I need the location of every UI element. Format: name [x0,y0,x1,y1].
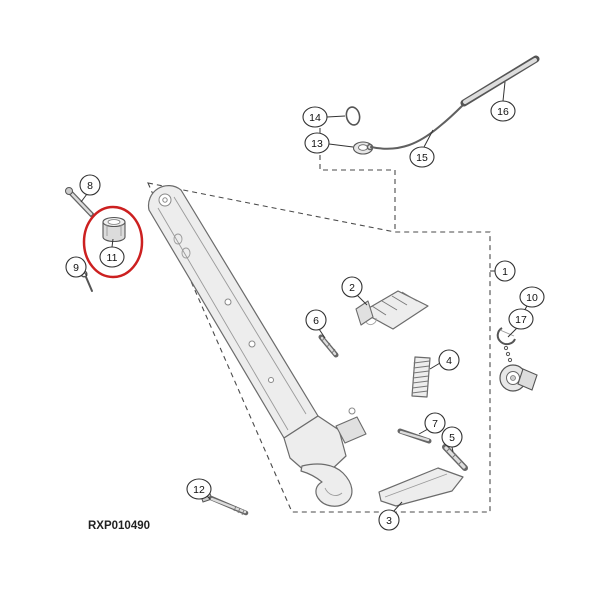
callout-2: 2 [341,276,368,306]
callout-4: 4 [429,349,460,371]
part-clevis-pin-8 [65,187,95,218]
arm-hook [300,463,353,507]
callout-15-number: 15 [416,152,428,164]
arm-latch-plate [335,416,367,444]
callout-3-number: 3 [386,515,392,527]
callout-14: 14 [302,106,346,128]
coupler-plug [517,368,538,391]
callout-6-number: 6 [313,315,319,327]
callout-16-number: 16 [497,106,509,118]
part-coupler-kit [496,327,538,392]
part-lever-rod-15 [366,104,464,151]
callout-12: 12 [186,478,212,500]
callout-3: 3 [378,501,403,531]
part-handle-tube-16 [460,55,540,107]
arm-clevis-end [283,415,347,473]
part-pin-7 [397,428,432,444]
callout-16: 16 [490,81,516,122]
callout-7-number: 7 [432,418,438,430]
callout-1: 1 [490,260,516,282]
callout-6: 6 [305,309,327,339]
callout-13-number: 13 [311,138,323,150]
callout-17: 17 [507,308,534,338]
callout-11-number: 11 [107,252,118,264]
shackle [496,327,516,346]
callout-11: 11 [99,238,125,268]
callout-15: 15 [409,129,435,168]
part-draft-arm [147,185,367,507]
callout-7: 7 [418,412,446,435]
callout-1-number: 1 [502,266,508,278]
callout-5-number: 5 [449,432,455,444]
callout-8-number: 8 [87,180,93,192]
part-guard-plate [378,467,464,507]
callout-17-number: 17 [515,314,527,326]
bushing-body [102,222,126,243]
highlight-circle [82,205,144,279]
callout-14-number: 14 [309,112,321,124]
part-code: RXP010490 [88,520,150,532]
part-bushing-11 [102,216,126,243]
part-roll-pin-6 [318,334,339,358]
part-flanged-nut-13 [352,141,374,155]
part-latch-bracket [355,290,429,330]
part-spring [411,356,431,398]
pin-head [65,187,73,195]
arm-body [147,185,319,439]
part-snap-ring-14 [345,106,361,126]
callout-10-number: 10 [526,292,538,304]
callout-12-number: 12 [193,484,205,496]
callout-2-number: 2 [349,282,355,294]
part-spring-pin-5 [442,444,468,471]
callout-8: 8 [79,174,101,203]
dashed-boundary-box [147,182,491,513]
callout-9: 9 [65,256,88,278]
callout-5: 5 [441,426,463,453]
callout-9-number: 9 [73,262,79,274]
callout-13: 13 [304,132,354,154]
callout-4-number: 4 [446,355,452,367]
